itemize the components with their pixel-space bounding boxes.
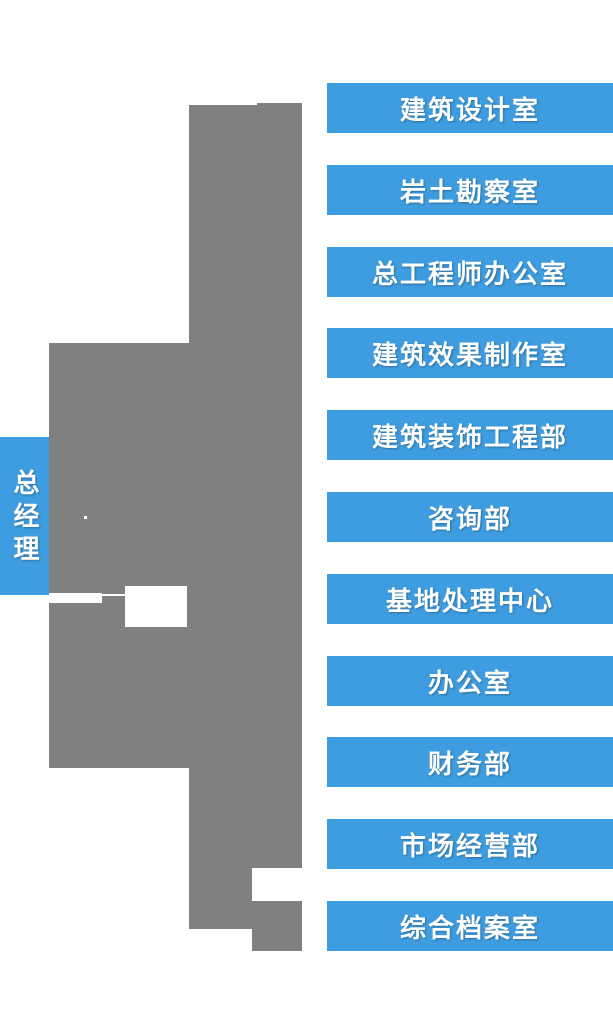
connector-cutout-line [102,594,125,596]
dept-node-architectural-design: 建筑设计室 [327,83,613,133]
dept-node-decoration-engineering: 建筑装饰工程部 [327,410,613,460]
connector-cutout-box [125,586,187,627]
connector-cutout-dot [84,516,87,519]
connector-bottom-branch [252,901,302,951]
root-node-general-manager: 总经理 [0,437,49,595]
dept-node-comprehensive-archives: 综合档案室 [327,901,613,951]
connector-trunk-lower [189,868,252,929]
connector-cutout-slot [49,593,102,603]
dept-node-finance: 财务部 [327,737,613,787]
dept-node-office: 办公室 [327,656,613,706]
dept-node-base-processing-center: 基地处理中心 [327,574,613,624]
dept-node-chief-engineer-office: 总工程师办公室 [327,247,613,297]
dept-node-rendering-production: 建筑效果制作室 [327,328,613,378]
connector-wide-block [49,343,189,768]
dept-node-market-management: 市场经营部 [327,819,613,869]
connector-trunk-top-cap [257,103,302,105]
dept-node-consulting: 咨询部 [327,492,613,542]
connector-trunk [189,105,302,868]
dept-node-geotechnical-survey: 岩土勘察室 [327,165,613,215]
